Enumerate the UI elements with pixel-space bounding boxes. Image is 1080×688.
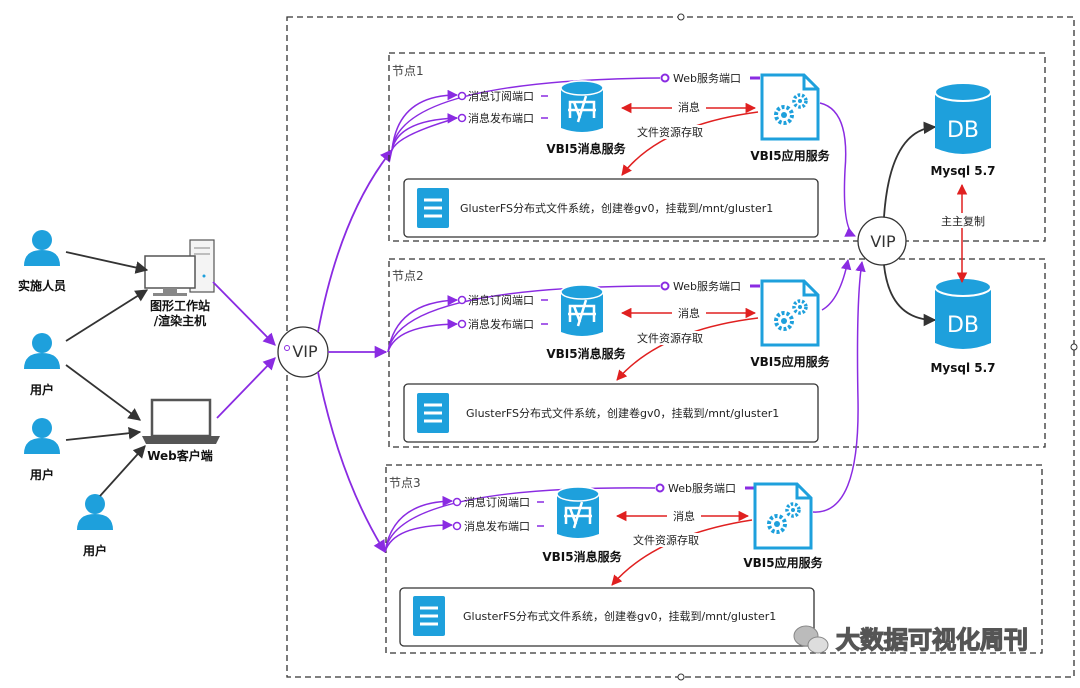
- app-service-icon: [753, 482, 813, 550]
- laptop-icon: [142, 398, 220, 444]
- node-1-storage-box: [403, 178, 819, 238]
- node-2-msg-service: VBI5消息服务: [546, 346, 626, 361]
- user-label-1: 用户: [29, 382, 54, 397]
- workstation-label-2: /渲染主机: [154, 313, 206, 328]
- user-person-icon: [24, 333, 60, 369]
- node-3-file-label: 文件资源存取: [633, 533, 699, 547]
- workstation-label-1: 图形工作站: [150, 298, 210, 313]
- app-service-icon: [760, 73, 820, 141]
- document-icon: [411, 594, 447, 638]
- node-1-msg-service: VBI5消息服务: [546, 141, 626, 156]
- user-person-icon: [24, 418, 60, 454]
- node-2-pub-port: 消息发布端口: [468, 317, 534, 331]
- node-1-msg-label: 消息: [678, 100, 700, 114]
- node-1-sub-port: 消息订阅端口: [468, 89, 534, 103]
- db-bottom-label: DB: [947, 313, 979, 338]
- db-bottom-name: Mysql 5.7: [930, 361, 995, 375]
- node-3-msg-label: 消息: [673, 509, 695, 523]
- node-1-storage-text: GlusterFS分布式文件系统，创建卷gv0，挂载到/mnt/gluster1: [460, 201, 773, 215]
- message-service-icon: [559, 283, 605, 338]
- node-2-title: 节点2: [392, 269, 424, 283]
- wechat-icon: [793, 625, 829, 654]
- implementer-person-icon: [24, 230, 60, 266]
- vip-right-circle: [857, 216, 907, 266]
- document-icon: [415, 186, 451, 230]
- message-service-icon: [555, 485, 601, 540]
- workstation-icon: [144, 239, 215, 296]
- node-2-sub-port: 消息订阅端口: [468, 293, 534, 307]
- node-3-msg-service: VBI5消息服务: [542, 549, 622, 564]
- node-1-frame: [388, 52, 1046, 242]
- node-3-frame: [385, 464, 1043, 654]
- user-label-2: 用户: [29, 467, 54, 482]
- document-icon: [415, 391, 451, 435]
- watermark-text: 大数据可视化周刊: [836, 626, 1028, 654]
- vip-left-label: VIP: [292, 342, 318, 361]
- node-3-storage-text: GlusterFS分布式文件系统，创建卷gv0，挂载到/mnt/gluster1: [463, 609, 776, 623]
- node-3-sub-port: 消息订阅端口: [464, 495, 530, 509]
- user-person-icon: [77, 494, 113, 530]
- node-2-storage-box: [403, 383, 819, 443]
- node-3-web-port: Web服务端口: [668, 482, 736, 495]
- implementer-label: 实施人员: [18, 278, 66, 293]
- vip-right-label: VIP: [870, 232, 896, 251]
- web-client-label: Web客户端: [147, 448, 213, 463]
- node-1-file-label: 文件资源存取: [637, 125, 703, 139]
- node-3-title: 节点3: [389, 476, 421, 490]
- node-3-storage-box: [399, 587, 815, 647]
- node-1-pub-port: 消息发布端口: [468, 111, 534, 125]
- node-1-web-port: Web服务端口: [673, 72, 741, 85]
- message-service-icon: [559, 79, 605, 134]
- db-top-label: DB: [947, 118, 979, 143]
- node-2-web-port: Web服务端口: [673, 280, 741, 293]
- node-1-title: 节点1: [392, 64, 424, 78]
- node-2-file-label: 文件资源存取: [637, 331, 703, 345]
- node-3-app-service: VBI5应用服务: [743, 555, 823, 570]
- user-label-3: 用户: [82, 543, 107, 558]
- node-2-storage-text: GlusterFS分布式文件系统，创建卷gv0，挂载到/mnt/gluster1: [466, 406, 779, 420]
- node-3-pub-port: 消息发布端口: [464, 519, 530, 533]
- replication-label: 主主复制: [941, 214, 985, 228]
- db-top-name: Mysql 5.7: [930, 164, 995, 178]
- node-2-msg-label: 消息: [678, 306, 700, 320]
- node-1-app-service: VBI5应用服务: [750, 148, 830, 163]
- node-2-app-service: VBI5应用服务: [750, 354, 830, 369]
- app-service-icon: [760, 279, 820, 347]
- node-2-frame: [388, 258, 1046, 448]
